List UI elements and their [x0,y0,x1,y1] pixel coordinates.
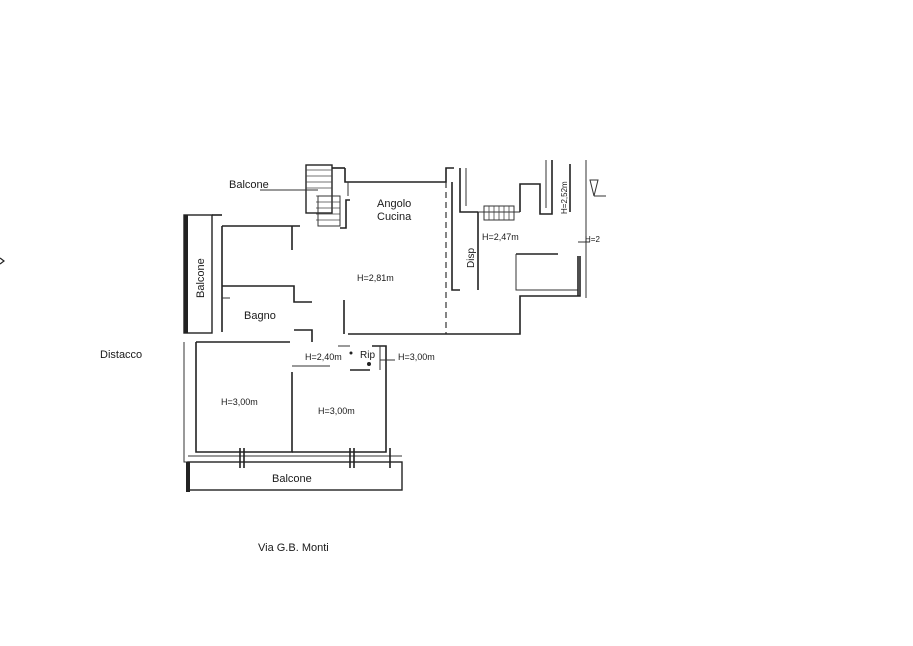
label-rip: Rip [360,350,375,361]
bottom-balcony [186,448,403,492]
left-balcony [183,214,222,334]
label-h-room-mid: H=3,00m [318,406,355,416]
label-h-room-left: H=3,00m [221,397,258,407]
label-bagno: Bagno [244,310,276,322]
label-h-corridor: H=2,40m [305,352,342,362]
label-balcone-left: Balcone [195,258,207,298]
top-balcony [260,164,345,227]
label-h-right: H=2,47m [482,232,519,242]
label-h-cut: H=2 [585,235,600,244]
label-balcone-top: Balcone [229,179,269,191]
label-h-rip: H=3,00m [398,352,435,362]
label-distacco: Distacco [100,349,142,361]
label-h-main: H=2,81m [357,273,394,283]
label-angolo: Angolo [377,198,411,210]
label-cucina: Cucina [377,211,412,223]
label-balcone-bottom: Balcone [272,473,312,485]
label-h-far-right: H=2,52m [560,181,569,214]
edge-mark [0,257,5,265]
label-street: Via G.B. Monti [258,542,329,554]
label-disp: Disp [466,248,477,268]
apartment-walls [183,167,581,463]
right-annex [459,160,606,298]
